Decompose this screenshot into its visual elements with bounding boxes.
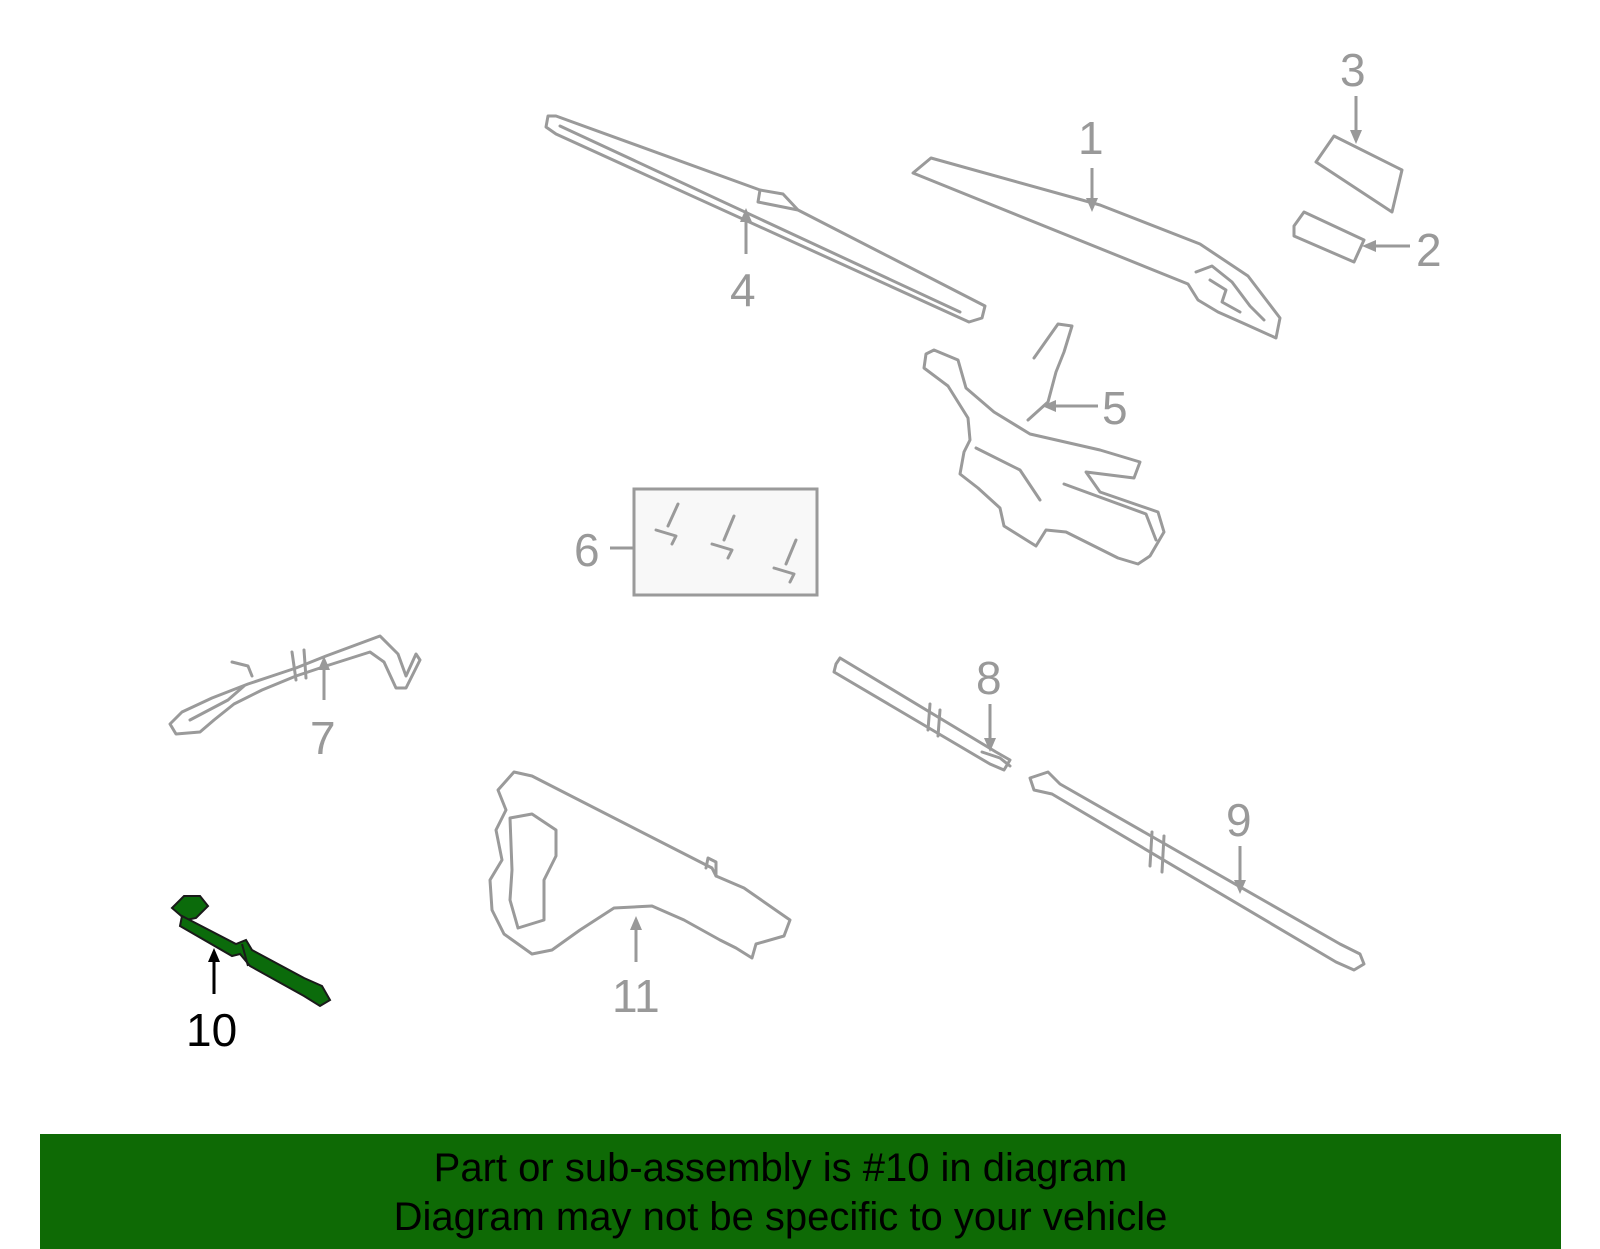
part-3-cap xyxy=(1314,134,1404,214)
part-2-cover xyxy=(1292,210,1366,264)
callout-2: 2 xyxy=(1416,224,1442,276)
info-banner: Part or sub-assembly is #10 in diagram D… xyxy=(40,1134,1561,1249)
callout-3: 3 xyxy=(1340,44,1366,96)
part-6-bolt-kit xyxy=(632,487,819,597)
part-5-wiper-motor xyxy=(922,322,1166,566)
callout-4: 4 xyxy=(730,264,756,316)
part-7-hose xyxy=(168,634,422,736)
part-4-wiper-blade xyxy=(544,114,987,324)
part-11-reservoir xyxy=(488,770,792,960)
callout-1: 1 xyxy=(1078,112,1104,164)
callout-6: 6 xyxy=(574,524,600,576)
part-9-hose xyxy=(1028,770,1366,972)
banner-line-2: Diagram may not be specific to your vehi… xyxy=(393,1195,1168,1239)
banner-line-1: Part or sub-assembly is #10 in diagram xyxy=(433,1146,1128,1190)
callout-11: 11 xyxy=(612,970,660,1022)
part-1-wiper-arm xyxy=(911,156,1282,340)
callout-9: 9 xyxy=(1226,794,1252,846)
part-8-hose xyxy=(832,656,1012,772)
callout-10: 10 xyxy=(186,1004,237,1056)
callout-8: 8 xyxy=(976,652,1002,704)
part-10-washer-hose xyxy=(170,895,332,1008)
callout-5: 5 xyxy=(1102,382,1128,434)
callout-7: 7 xyxy=(310,712,336,764)
